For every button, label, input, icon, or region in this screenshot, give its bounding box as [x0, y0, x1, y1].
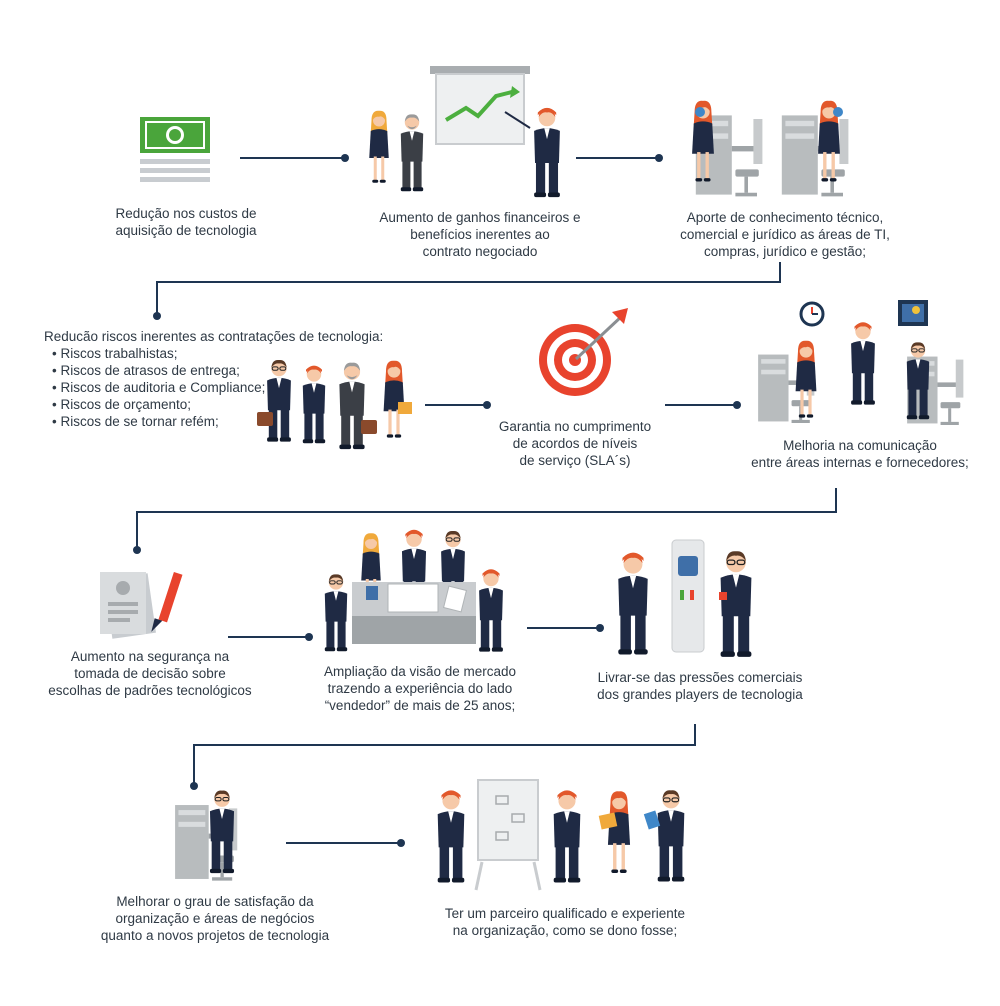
- caption-line: de acordos de níveis: [512, 436, 638, 451]
- caption-line: Redução nos custos de: [115, 206, 257, 221]
- meeting-table-icon: [324, 529, 503, 652]
- connector-dot: [305, 633, 313, 641]
- risk-list: Riscos trabalhistas; Riscos de atrasos d…: [44, 345, 384, 430]
- caption-line: Melhoria na comunicação: [783, 438, 937, 453]
- caption-line: de serviço (SLA´s): [519, 453, 631, 468]
- target-icon: [539, 308, 628, 396]
- document-pen-icon: [100, 571, 183, 639]
- caption-line: comercial e jurídico as áreas de TI,: [680, 227, 890, 242]
- risk-item: Riscos de orçamento;: [52, 396, 384, 413]
- connector-dot: [341, 154, 349, 162]
- step-3-caption: Aporte de conhecimento técnico, comercia…: [660, 209, 910, 260]
- call-center-icon: [692, 100, 851, 197]
- caption-line: tomada de decisão sobre: [74, 666, 226, 681]
- connector-lines: [136, 157, 837, 844]
- connector-dot: [397, 839, 405, 847]
- connector-dot: [733, 401, 741, 409]
- step-11-caption: Ter um parceiro qualificado e experiente…: [425, 905, 705, 939]
- step-10-caption: Melhorar o grau de satisfação da organiz…: [90, 893, 340, 944]
- connector-dot: [596, 624, 604, 632]
- office-communication-icon: [756, 300, 966, 426]
- step-6-caption: Melhoria na comunicação entre áreas inte…: [735, 437, 985, 471]
- step-4-caption: Reducão riscos inerentes as contratações…: [44, 328, 384, 430]
- presentation-chart-icon: [369, 66, 560, 198]
- caption-line: Garantia no cumprimento: [498, 419, 652, 434]
- caption-line: contrato negociado: [422, 244, 538, 259]
- step-7-caption: Aumento na segurança na tomada de decisã…: [40, 648, 260, 699]
- water-cooler-icon: [618, 539, 753, 658]
- risk-item: Riscos de se tornar refém;: [52, 413, 384, 430]
- money-bill-icon: [140, 117, 210, 182]
- connector-dots: [133, 154, 741, 847]
- connector-dot: [133, 546, 141, 554]
- connector-9-10: [193, 724, 696, 783]
- connector-dot: [153, 312, 161, 320]
- risk-item: Riscos de auditoria e Compliance;: [52, 379, 384, 396]
- caption-line: organização e áreas de negócios: [115, 911, 315, 926]
- connector-dot: [190, 782, 198, 790]
- connector-dot: [655, 154, 663, 162]
- connector-3-4: [156, 262, 781, 313]
- step-5-caption: Garantia no cumprimento de acordos de ní…: [480, 418, 670, 469]
- caption-line: trazendo a experiência do lado: [327, 681, 513, 696]
- step-1-caption: Redução nos custos de aquisição de tecno…: [96, 205, 276, 239]
- flipchart-team-icon: [437, 779, 685, 891]
- connector-dot: [483, 401, 491, 409]
- step-8-caption: Ampliação da visão de mercado trazendo a…: [310, 663, 530, 714]
- step-2-caption: Aumento de ganhos financeiros e benefíci…: [360, 209, 600, 260]
- caption-line: compras, jurídico e gestão;: [703, 244, 867, 259]
- caption-line: quanto a novos projetos de tecnologia: [100, 928, 330, 943]
- caption-line: benefícios inerentes ao: [410, 227, 550, 242]
- risk-title: Reducão riscos inerentes as contratações…: [44, 329, 384, 344]
- caption-line: Ampliação da visão de mercado: [323, 664, 517, 679]
- risk-item: Riscos trabalhistas;: [52, 345, 384, 362]
- caption-line: “vendedor” de mais de 25 anos;: [324, 698, 516, 713]
- caption-line: Aporte de conhecimento técnico,: [686, 210, 884, 225]
- caption-line: Livrar-se das pressões comerciais: [597, 670, 803, 685]
- caption-line: na organização, como se dono fosse;: [452, 923, 678, 938]
- connector-6-7: [136, 488, 837, 548]
- caption-line: Aumento na segurança na: [70, 649, 230, 664]
- step-9-caption: Livrar-se das pressões comerciais dos gr…: [585, 669, 815, 703]
- desk-worker-icon: [175, 789, 237, 879]
- caption-line: dos grandes players de tecnologia: [597, 687, 803, 702]
- risk-item: Riscos de atrasos de entrega;: [52, 362, 384, 379]
- caption-line: Ter um parceiro qualificado e experiente: [444, 906, 686, 921]
- caption-line: Melhorar o grau de satisfação da: [116, 894, 314, 909]
- caption-line: Aumento de ganhos financeiros e: [379, 210, 581, 225]
- caption-line: aquisição de tecnologia: [115, 223, 257, 238]
- caption-line: escolhas de padrões tecnológicos: [48, 683, 252, 698]
- caption-line: entre áreas internas e fornecedores;: [751, 455, 969, 470]
